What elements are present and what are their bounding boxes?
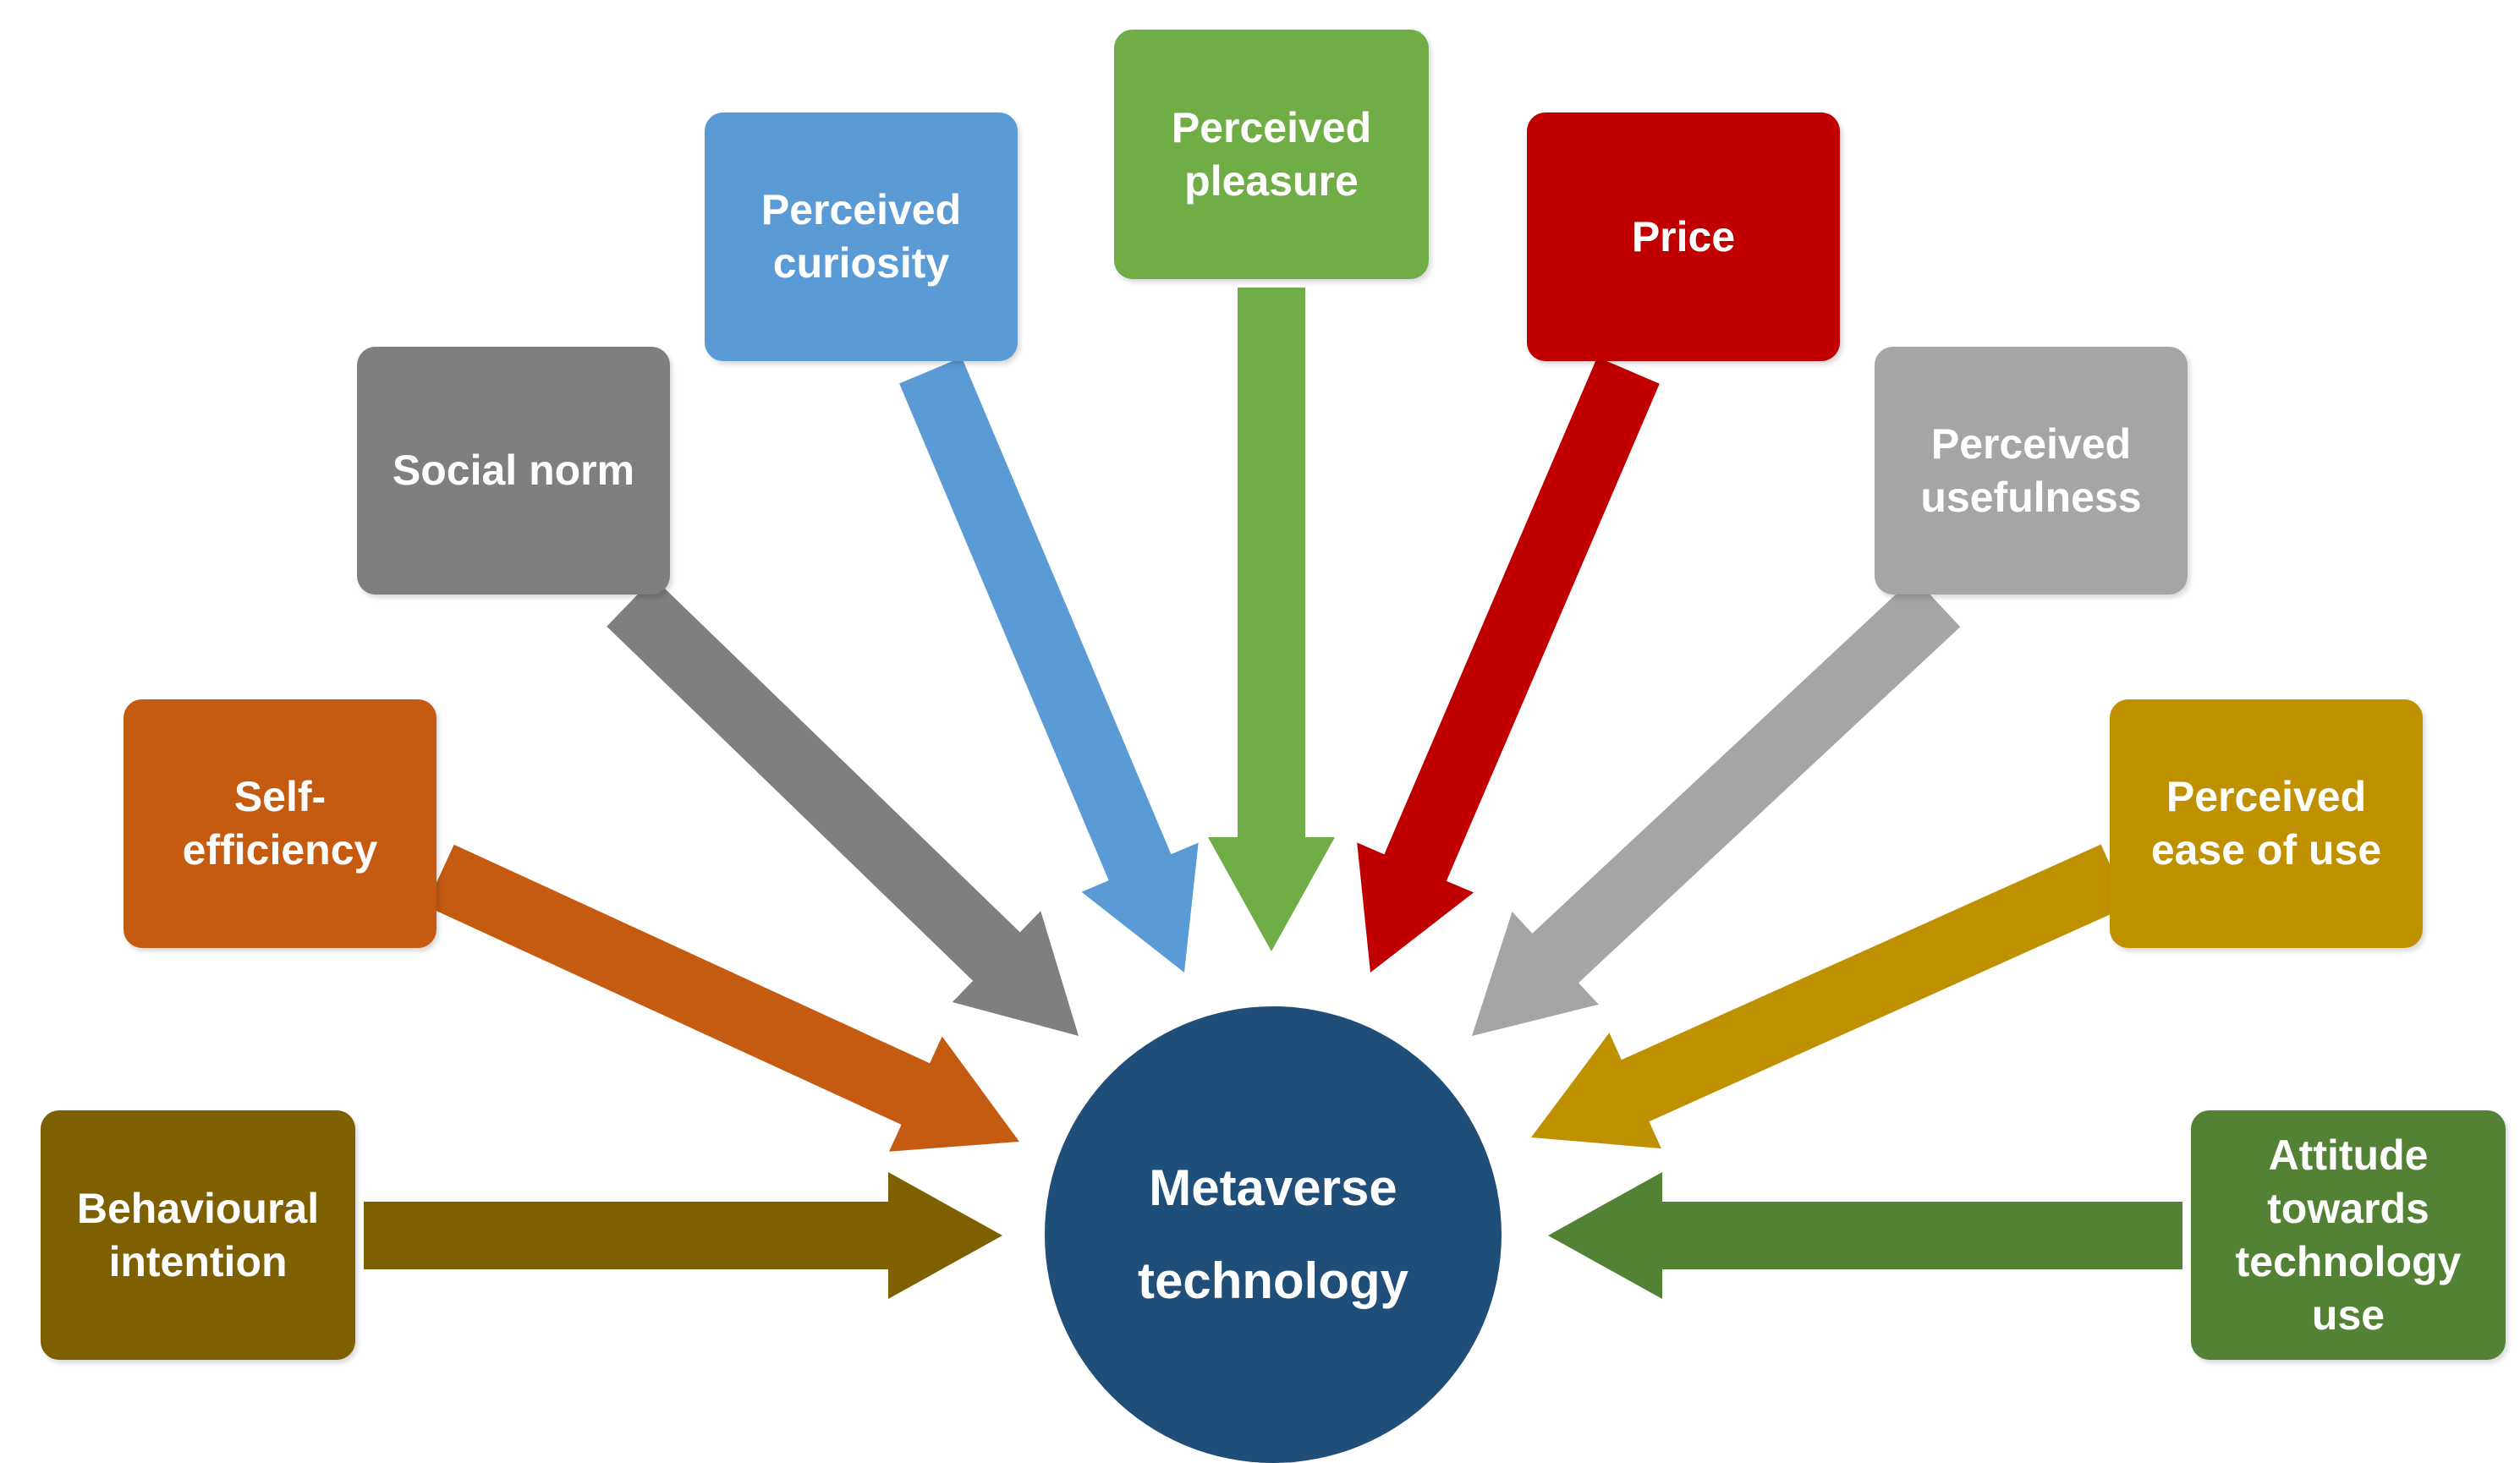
- factor-box-self-efficiency: Self-efficiency: [124, 699, 436, 948]
- factor-box-perceived-pleasure: Perceived pleasure: [1114, 30, 1429, 279]
- center-node-metaverse-technology: Metaverse technology: [1045, 1006, 1502, 1463]
- factor-box-perceived-ease-of-use: Perceived ease of use: [2110, 699, 2423, 948]
- factor-box-perceived-curiosity: Perceived curiosity: [705, 112, 1018, 361]
- factor-label: Perceived pleasure: [1171, 103, 1372, 205]
- arrow-social-norm: [607, 578, 1079, 1036]
- arrow-perceived-pleasure: [1208, 288, 1335, 951]
- factor-label: Price: [1631, 212, 1736, 260]
- factor-label: Perceived usefulness: [1920, 419, 2142, 521]
- factor-label: Self-efficiency: [182, 773, 378, 874]
- arrow-perceived-ease-of-use: [1531, 844, 2129, 1149]
- arrow-price: [1357, 357, 1660, 973]
- arrow-perceived-curiosity: [899, 357, 1199, 973]
- factor-box-behavioural-intention: Behavioural intention: [41, 1110, 355, 1360]
- arrow-attitude-towards-technology-use: [1548, 1172, 2182, 1299]
- arrow-perceived-usefulness: [1472, 577, 1961, 1036]
- factor-box-attitude-towards-technology-use: Attitude towards technology use: [2191, 1110, 2506, 1360]
- center-node-label: Metaverse technology: [1137, 1159, 1408, 1309]
- factor-box-price: Price: [1527, 112, 1840, 361]
- factor-label: Social norm: [392, 447, 635, 494]
- factor-box-social-norm: Social norm: [357, 347, 670, 595]
- factor-label: Perceived ease of use: [2150, 773, 2382, 874]
- factor-label: Perceived curiosity: [760, 186, 962, 287]
- factor-label: Attitude towards technology use: [2235, 1131, 2462, 1339]
- factor-box-perceived-usefulness: Perceived usefulness: [1875, 347, 2188, 595]
- arrow-behavioural-intention: [364, 1172, 1002, 1299]
- arrow-self-efficiency: [425, 844, 1019, 1152]
- factor-label: Behavioural intention: [76, 1184, 320, 1285]
